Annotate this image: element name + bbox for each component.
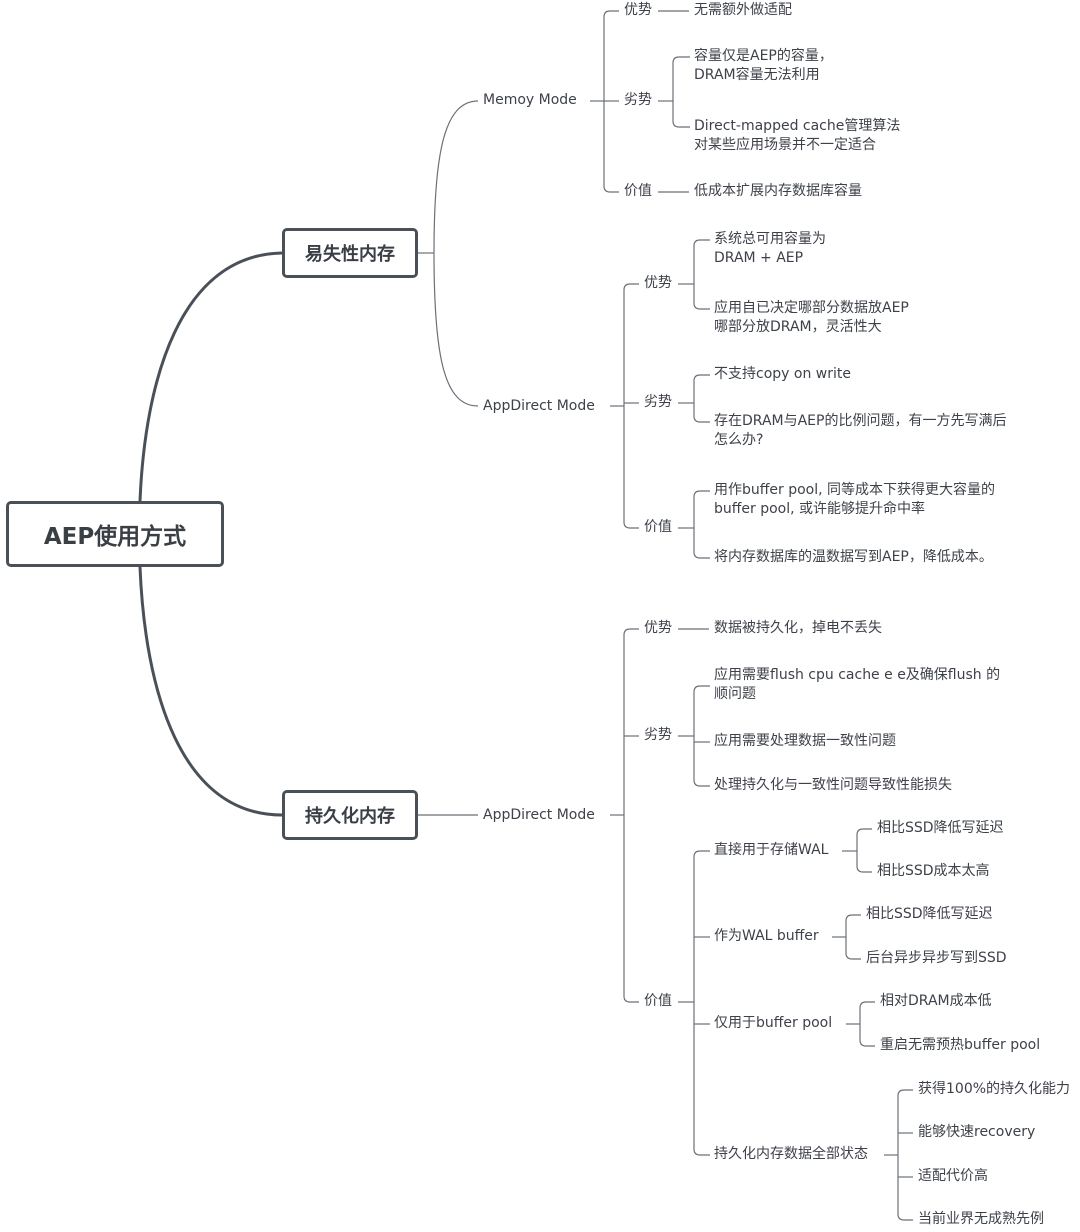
bracket-link bbox=[672, 120, 690, 128]
text-line: 应用自已决定哪部分数据放AEP bbox=[714, 300, 909, 316]
bracket-link bbox=[693, 850, 710, 858]
root-connector bbox=[138, 566, 283, 817]
pad-value-group[interactable]: 持久化内存数据全部状态 bbox=[714, 1146, 868, 1162]
pad-value-subitem[interactable]: 相比SSD降低写延迟 bbox=[866, 906, 993, 922]
bracket-link bbox=[845, 914, 861, 922]
pad-disadvantage-item[interactable]: 应用需要flush cpu cache e e及确保flush 的 顺问题 bbox=[714, 666, 1000, 704]
pad-disadvantage-item[interactable]: 处理持久化与一致性问题导致性能损失 bbox=[714, 776, 952, 795]
text-line: DRAM容量无法利用 bbox=[694, 67, 820, 83]
bracket-link bbox=[856, 865, 872, 873]
pad-value-subitem[interactable]: 相对DRAM成本低 bbox=[880, 993, 992, 1009]
bracket-link bbox=[693, 490, 710, 498]
p-appdirect-mode-node[interactable]: AppDirect Mode bbox=[483, 807, 595, 823]
pad-value-subitem[interactable]: 适配代价高 bbox=[918, 1168, 988, 1184]
bracket-link bbox=[623, 283, 639, 291]
text-line: 存在DRAM与AEP的比例问题，有一方先写满后 bbox=[714, 413, 1007, 429]
pad-disadvantage-item[interactable]: 应用需要处理数据一致性问题 bbox=[714, 732, 896, 751]
bracket-link bbox=[897, 1089, 913, 1097]
bracket-link bbox=[859, 1039, 875, 1047]
vad-disadvantage-node[interactable]: 劣势 bbox=[644, 394, 672, 410]
text-line: 对某些应用场景并不一定适合 bbox=[694, 137, 876, 153]
pad-value-subitem[interactable]: 重启无需预热buffer pool bbox=[880, 1037, 1041, 1053]
text-line: 哪部分放DRAM，灵活性大 bbox=[714, 319, 882, 335]
bracket-link bbox=[897, 1213, 913, 1221]
mm-advantage-item[interactable]: 无需额外做适配 bbox=[694, 2, 792, 18]
mm-value-node[interactable]: 价值 bbox=[624, 183, 652, 199]
vad-advantage-item[interactable]: 系统总可用容量为 DRAM + AEP bbox=[714, 230, 826, 268]
mm-value-item[interactable]: 低成本扩展内存数据库容量 bbox=[694, 183, 862, 199]
bracket-link bbox=[603, 10, 619, 18]
text-line: 用作buffer pool, 同等成本下获得更大容量的 bbox=[714, 482, 996, 498]
bracket-link bbox=[693, 374, 710, 382]
text-line: buffer pool, 或许能够提升命中率 bbox=[714, 501, 926, 517]
mm-disadvantage-item[interactable]: 容量仅是AEP的容量， DRAM容量无法利用 bbox=[694, 47, 833, 85]
bracket-link bbox=[856, 828, 872, 836]
mm-advantage-node[interactable]: 优势 bbox=[624, 2, 652, 18]
root-connector bbox=[138, 251, 283, 502]
bracket-link bbox=[693, 551, 710, 559]
text-line: 系统总可用容量为 bbox=[714, 231, 826, 247]
pad-value-subitem[interactable]: 能够快速recovery bbox=[918, 1124, 1036, 1140]
bracket-link bbox=[623, 521, 639, 529]
text-line: 应用需要处理数据一致性问题 bbox=[714, 733, 896, 749]
mm-disadvantage-item[interactable]: Direct-mapped cache管理算法 对某些应用场景并不一定适合 bbox=[694, 117, 900, 155]
bracket-link bbox=[693, 415, 710, 423]
text-line: 容量仅是AEP的容量， bbox=[694, 48, 833, 64]
bracket-link bbox=[845, 952, 861, 960]
pad-value-node[interactable]: 价值 bbox=[644, 993, 672, 1009]
pad-advantage-node[interactable]: 优势 bbox=[644, 620, 672, 636]
bracket-link bbox=[672, 56, 690, 64]
pad-value-subitem[interactable]: 后台异步异步写到SSD bbox=[866, 950, 1007, 966]
root-node[interactable]: AEP使用方式 bbox=[6, 501, 224, 567]
bracket-link bbox=[623, 628, 639, 636]
bracket-link bbox=[693, 1148, 710, 1156]
bracket-link bbox=[693, 779, 710, 787]
pad-value-subitem[interactable]: 当前业界无成熟先例 bbox=[918, 1211, 1044, 1227]
text-line: 怎么办? bbox=[714, 432, 764, 448]
volatile-memory-node[interactable]: 易失性内存 bbox=[282, 228, 418, 278]
vad-advantage-item[interactable]: 应用自已决定哪部分数据放AEP 哪部分放DRAM，灵活性大 bbox=[714, 299, 909, 337]
bracket-link bbox=[693, 302, 710, 310]
pad-advantage-item[interactable]: 数据被持久化，掉电不丢失 bbox=[714, 620, 882, 636]
pad-value-subitem[interactable]: 获得100%的持久化能力 bbox=[918, 1081, 1071, 1097]
text-line: 不支持copy on write bbox=[714, 366, 851, 382]
bracket-link bbox=[693, 239, 710, 247]
text-line: 顺问题 bbox=[714, 686, 756, 702]
pad-disadvantage-node[interactable]: 劣势 bbox=[644, 727, 672, 743]
text-line: 应用需要flush cpu cache e e及确保flush 的 bbox=[714, 667, 1001, 683]
bracket-link bbox=[623, 995, 639, 1003]
pad-value-subitem[interactable]: 相比SSD成本太高 bbox=[877, 863, 990, 879]
vad-disadvantage-item[interactable]: 不支持copy on write bbox=[714, 365, 851, 384]
bracket-link bbox=[859, 1001, 875, 1009]
bracket-link bbox=[693, 685, 710, 693]
branch-connector bbox=[433, 100, 479, 254]
mm-disadvantage-node[interactable]: 劣势 bbox=[624, 92, 652, 108]
memory-mode-node[interactable]: Memoy Mode bbox=[483, 92, 577, 108]
bracket-link bbox=[603, 185, 619, 193]
text-line: 处理持久化与一致性问题导致性能损失 bbox=[714, 777, 952, 793]
vad-disadvantage-item[interactable]: 存在DRAM与AEP的比例问题，有一方先写满后 怎么办? bbox=[714, 412, 1006, 450]
text-line: DRAM + AEP bbox=[714, 250, 804, 266]
text-line: Direct-mapped cache管理算法 bbox=[694, 118, 901, 134]
vad-value-item[interactable]: 将内存数据库的温数据写到AEP，降低成本。 bbox=[714, 548, 993, 567]
pad-value-group[interactable]: 直接用于存储WAL bbox=[714, 842, 829, 858]
pad-value-group[interactable]: 作为WAL buffer bbox=[714, 928, 819, 944]
vad-value-node[interactable]: 价值 bbox=[644, 519, 672, 535]
vad-advantage-node[interactable]: 优势 bbox=[644, 275, 672, 291]
text-line: 将内存数据库的温数据写到AEP，降低成本。 bbox=[714, 549, 993, 565]
pad-value-subitem[interactable]: 相比SSD降低写延迟 bbox=[877, 820, 1004, 836]
vad-value-item[interactable]: 用作buffer pool, 同等成本下获得更大容量的 buffer pool,… bbox=[714, 481, 995, 519]
pad-value-group[interactable]: 仅用于buffer pool bbox=[714, 1015, 833, 1031]
branch-connector bbox=[433, 252, 479, 407]
v-appdirect-mode-node[interactable]: AppDirect Mode bbox=[483, 398, 595, 414]
persistent-memory-node[interactable]: 持久化内存 bbox=[282, 790, 418, 840]
